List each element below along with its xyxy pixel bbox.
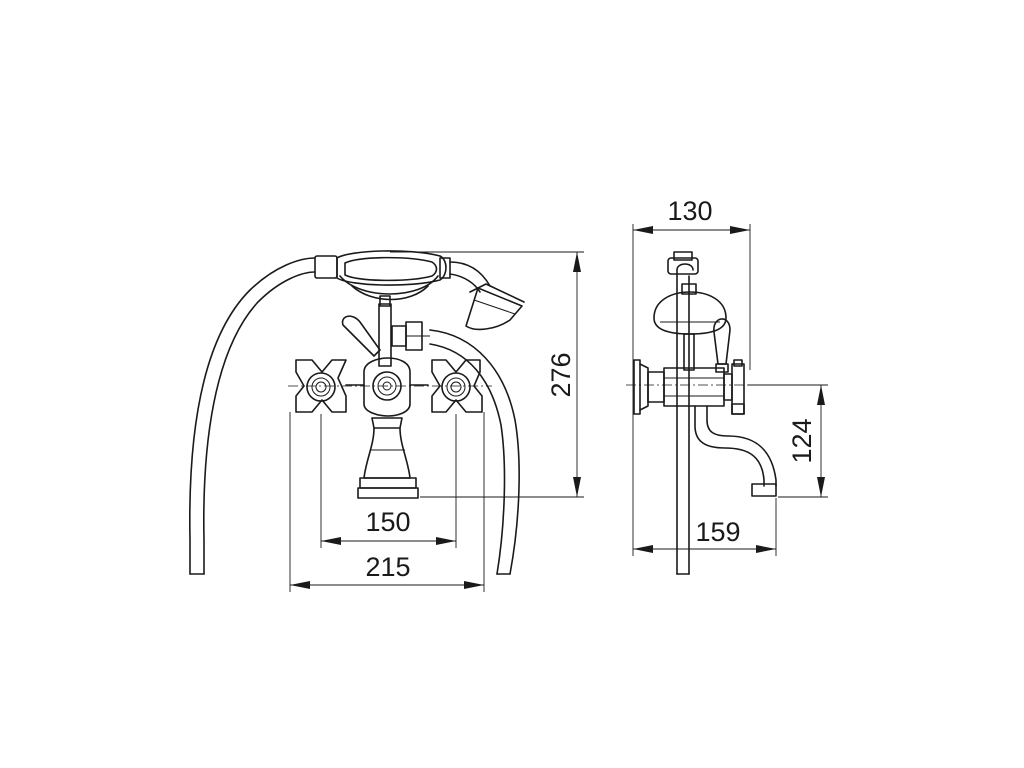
side-column — [667, 251, 699, 575]
dim-side-depth: 130 — [632, 196, 751, 556]
diverter-column — [341, 295, 430, 367]
dim-276-label: 276 — [546, 352, 576, 397]
dim-130-label: 130 — [667, 196, 712, 226]
dim-150-label: 150 — [365, 507, 410, 537]
dim-handle-spacing: 150 — [320, 414, 457, 548]
dim-215-label: 215 — [365, 552, 410, 582]
dim-124-label: 124 — [787, 418, 817, 463]
dim-overall-width: 215 — [289, 412, 485, 592]
center-body — [345, 357, 429, 499]
side-spout — [694, 405, 777, 497]
shower-hose — [188, 257, 520, 575]
dim-159-label: 159 — [695, 517, 740, 547]
hand-shower — [314, 250, 525, 331]
side-view: 130 124 159 — [626, 196, 828, 575]
front-view: 276 150 215 — [188, 250, 584, 592]
side-shower-cup — [653, 283, 727, 371]
side-body — [647, 359, 745, 415]
wall-flange — [633, 359, 649, 415]
dim-spout-reach: 159 — [633, 498, 777, 556]
dim-front-height: 276 — [390, 251, 584, 498]
right-cross-handle[interactable] — [431, 359, 483, 413]
dim-spout-height: 124 — [748, 384, 828, 498]
left-cross-handle[interactable] — [295, 359, 347, 413]
